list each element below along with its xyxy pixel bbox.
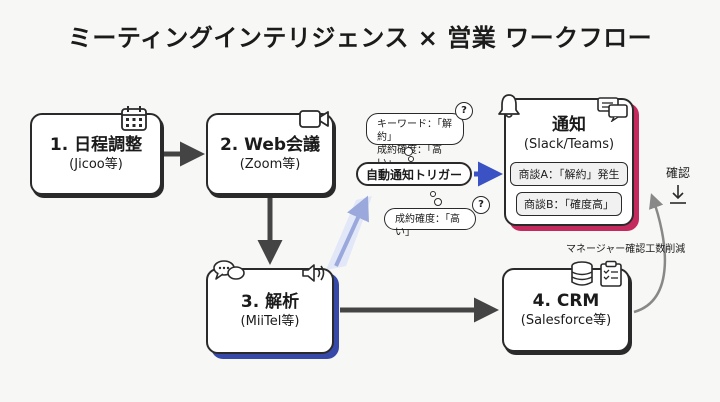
notify-badge-deal-b: 商談B：「確度高」: [515, 192, 623, 216]
node-analysis[interactable]: 3. 解析 (MiiTel等): [206, 268, 334, 354]
condition-keyword-line1: キーワード：「解約」: [377, 119, 452, 143]
auto-notify-trigger[interactable]: 自動通知トリガー: [356, 162, 472, 186]
arrow-analysis-to-trigger: [334, 195, 369, 267]
trigger-condition-bubble-keyword: キーワード：「解約」 成約確度：「高い」: [366, 113, 464, 169]
node-analysis-title: 3. 解析: [240, 292, 300, 312]
arrow-crm-to-notify: [633, 193, 667, 314]
question-icon: ?: [455, 102, 473, 120]
node-schedule-title: 1. 日程調整: [49, 135, 143, 155]
thought-dot: [404, 147, 413, 156]
node-webmeeting-subtitle: (Zoom等): [239, 157, 301, 172]
node-analysis-subtitle: (MiiTel等): [240, 314, 300, 329]
video-camera-icon: [299, 110, 329, 128]
thought-dot: [434, 198, 442, 206]
node-notify-subtitle: (Slack/Teams): [523, 137, 615, 152]
download-icon: [670, 185, 686, 204]
question-icon: ?: [472, 196, 490, 214]
chat-bubbles-icon: [213, 260, 245, 280]
node-schedule-subtitle: (Jicoo等): [69, 157, 123, 172]
node-webmeeting[interactable]: 2. Web会議 (Zoom等): [206, 113, 334, 195]
thought-dot: [408, 156, 414, 162]
trigger-condition-bubble-confidence: 成約確度：「高い」: [384, 208, 476, 238]
speaker-icon: [302, 264, 325, 282]
database-icon: [571, 261, 593, 286]
message-bubbles-icon: [597, 97, 628, 122]
node-notify-title: 通知: [552, 115, 586, 135]
thought-dot: [430, 191, 436, 197]
page-title: ミーティングインテリジェンス × 営業 ワークフロー: [67, 24, 653, 52]
confirm-label: 確認: [666, 166, 691, 180]
node-webmeeting-title: 2. Web会議: [219, 135, 321, 155]
notify-badge-deal-a: 商談A：「解約」発生: [510, 162, 628, 186]
node-crm[interactable]: 4. CRM (Salesforce等): [502, 268, 630, 352]
calendar-icon: [121, 106, 147, 131]
reduction-note: マネージャー確認工数削減: [566, 244, 686, 255]
clipboard-icon: [600, 260, 622, 287]
bell-icon: [498, 94, 520, 118]
node-crm-title: 4. CRM: [532, 291, 600, 311]
node-crm-subtitle: (Salesforce等): [520, 313, 612, 328]
